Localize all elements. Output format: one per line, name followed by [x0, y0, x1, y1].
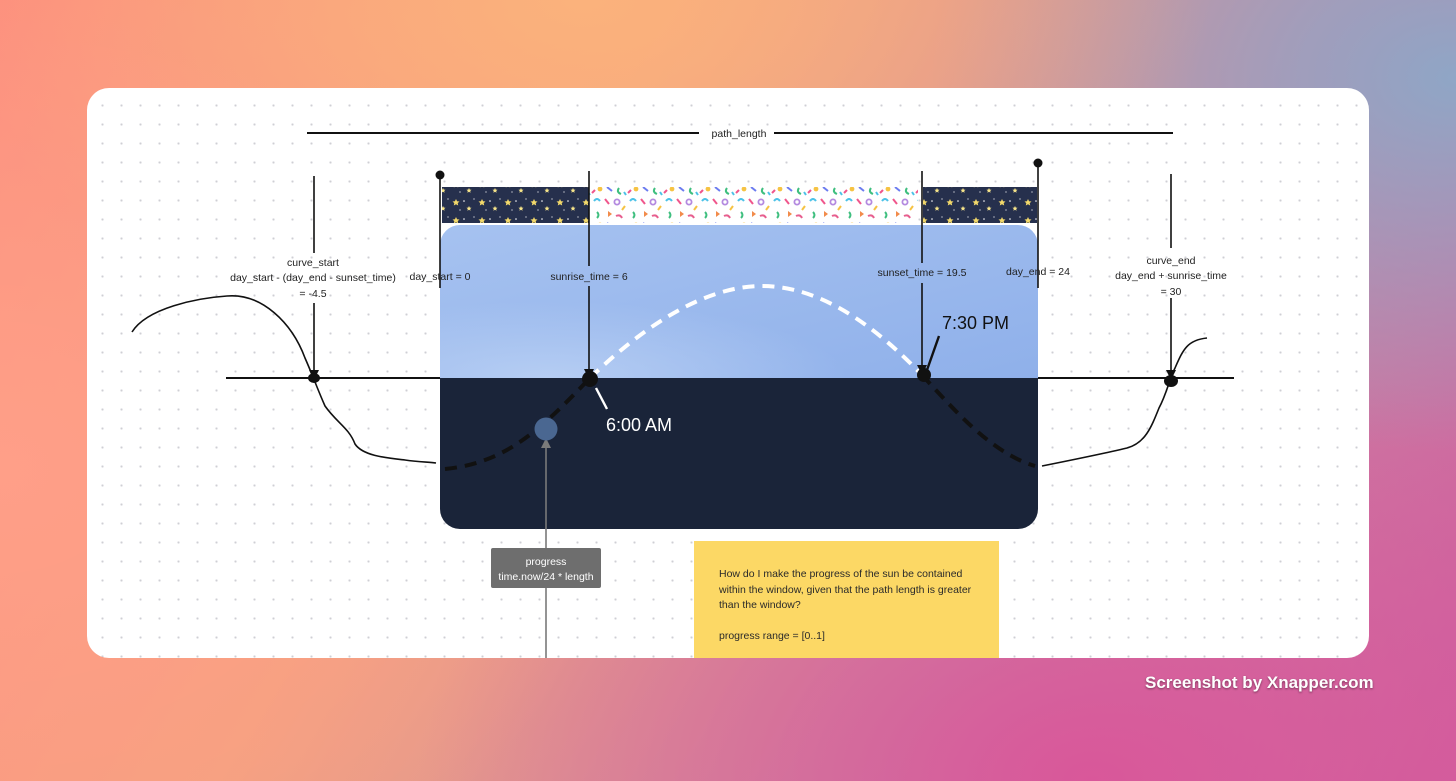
- sunset-point: [917, 368, 931, 382]
- day-start-label: day_start = 0: [410, 271, 471, 283]
- sticky-note[interactable]: How do I make the progress of the sun be…: [694, 541, 999, 658]
- day-end-label: day_end = 24: [1006, 266, 1070, 278]
- progress-formula: time.now/24 * length: [498, 571, 593, 583]
- sunset-time-label: 7:30 PM: [942, 313, 1009, 333]
- curve-end-title: curve_end: [1146, 255, 1195, 267]
- sunrise-time-label: 6:00 AM: [606, 415, 672, 435]
- path-length-label: path_length: [712, 128, 767, 140]
- starry-tape-right: [923, 187, 1037, 223]
- sunrise-point: [582, 371, 598, 387]
- curve-start-point: [308, 373, 320, 383]
- day-start-pin: [436, 171, 445, 180]
- starry-tape-left: [442, 187, 589, 223]
- progress-title: progress: [526, 556, 567, 568]
- day-end-pin: [1034, 159, 1043, 168]
- watermark: Screenshot by Xnapper.com: [1145, 673, 1374, 693]
- curve-end-formula: day_end + sunrise_time: [1115, 270, 1227, 282]
- confetti-tape: [589, 187, 918, 223]
- curve-sketch-right: [1042, 338, 1207, 466]
- curve-sketch-left: [132, 296, 436, 463]
- night-sky: [440, 378, 1038, 529]
- curve-start-formula: day_start - (day_end - sunset_time): [230, 272, 396, 284]
- curve-start-value: = -4.5: [299, 288, 326, 300]
- curve-end-point: [1164, 375, 1178, 387]
- curve-end-value: = 30: [1161, 286, 1182, 298]
- sunrise-label: sunrise_time = 6: [550, 271, 627, 283]
- curve-start-title: curve_start: [287, 257, 339, 269]
- sticky-note-range: progress range = [0..1]: [719, 629, 977, 645]
- canvas-board: path_length: [87, 88, 1369, 658]
- sticky-note-question: How do I make the progress of the sun be…: [719, 567, 977, 614]
- sunset-label: sunset_time = 19.5: [877, 267, 966, 279]
- progress-box[interactable]: progress time.now/24 * length: [491, 548, 601, 588]
- sun-marker[interactable]: [535, 418, 558, 441]
